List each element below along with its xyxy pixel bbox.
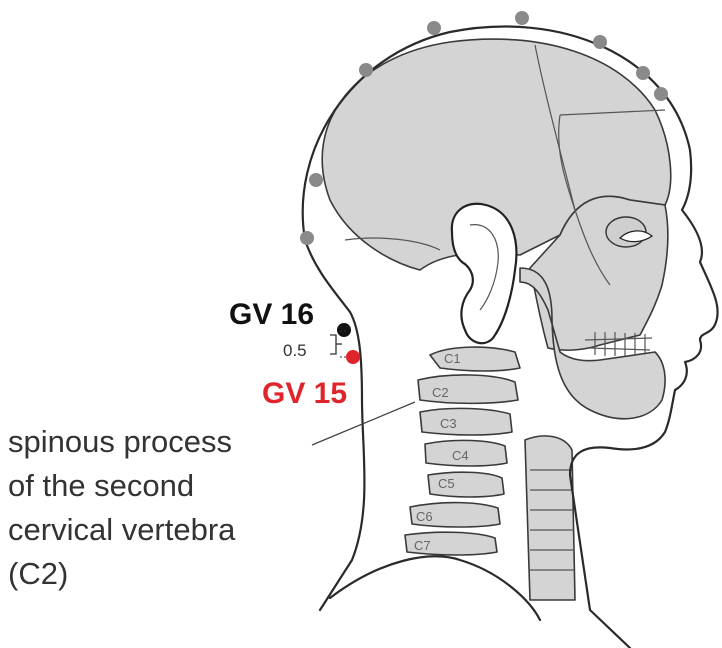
gv15-label: GV 15 bbox=[262, 377, 347, 410]
caption-line: spinous process bbox=[8, 424, 232, 459]
gv15-marker bbox=[346, 350, 360, 364]
gv16-label: GV 16 bbox=[229, 298, 314, 331]
meridian-point bbox=[427, 21, 441, 35]
vertebra-label-c7: C7 bbox=[414, 538, 431, 553]
meridian-point bbox=[515, 11, 529, 25]
vertebra-label-c1: C1 bbox=[444, 351, 461, 366]
vertebra-label-c6: C6 bbox=[416, 509, 433, 524]
vertebra-label-c4: C4 bbox=[452, 448, 469, 463]
ear bbox=[452, 204, 517, 343]
caption: spinous process of the second cervical v… bbox=[8, 424, 236, 591]
measurement-value: 0.5 bbox=[283, 341, 307, 360]
caption-line: cervical vertebra bbox=[8, 512, 236, 547]
neck-inner-outline bbox=[330, 556, 540, 620]
trachea bbox=[525, 436, 575, 600]
meridian-point bbox=[300, 231, 314, 245]
meridian-point bbox=[593, 35, 607, 49]
meridian-point bbox=[654, 87, 668, 101]
meridian-point bbox=[309, 173, 323, 187]
caption-line: (C2) bbox=[8, 556, 68, 591]
caption-line: of the second bbox=[8, 468, 194, 503]
vertebra-label-c2: C2 bbox=[432, 385, 449, 400]
gv16-marker bbox=[337, 323, 351, 337]
neck-back-outline bbox=[305, 240, 365, 610]
meridian-point bbox=[636, 66, 650, 80]
meridian-point bbox=[359, 63, 373, 77]
vertebra-label-c5: C5 bbox=[438, 476, 455, 491]
vertebra-label-c3: C3 bbox=[440, 416, 457, 431]
